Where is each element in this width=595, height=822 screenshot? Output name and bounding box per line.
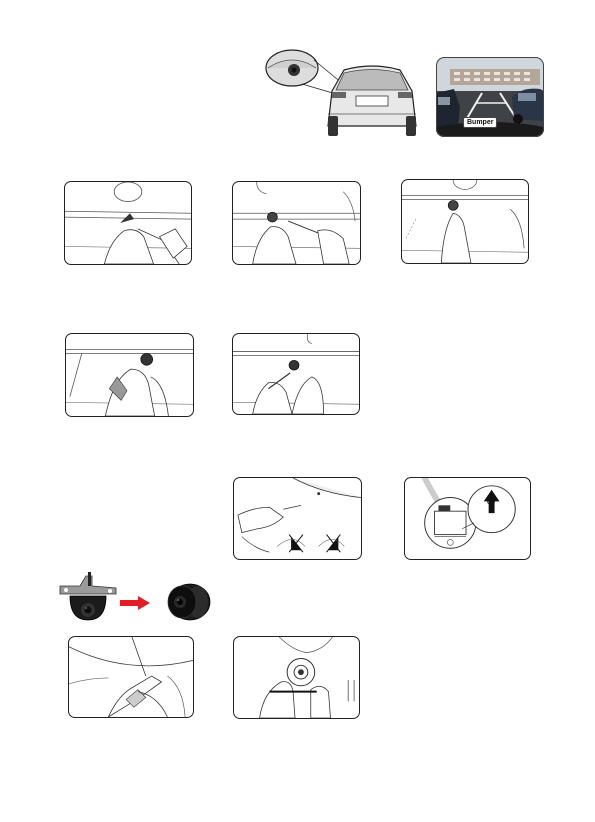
- step-route-cable-panel: [233, 477, 362, 560]
- car-rear-illustration: [262, 46, 422, 146]
- flush-camera-image: [162, 580, 212, 622]
- red-right-arrow-icon: [120, 596, 150, 610]
- up-orientation-label: UP: [487, 500, 495, 506]
- step-drill-hole-panel: [64, 181, 192, 265]
- step-orientation-panel: [404, 477, 531, 560]
- bumper-label: Bumper: [463, 117, 497, 128]
- step-insert-camera-panel: [232, 181, 361, 265]
- step-press-camera-panel: [401, 179, 529, 264]
- step-cable-detail-panel: [68, 636, 194, 718]
- bracket-camera-image: [56, 572, 124, 624]
- step-lens-detail-panel: [233, 636, 360, 719]
- step-tighten-nut-panel: [65, 333, 194, 417]
- step-secure-camera-panel: [232, 333, 360, 415]
